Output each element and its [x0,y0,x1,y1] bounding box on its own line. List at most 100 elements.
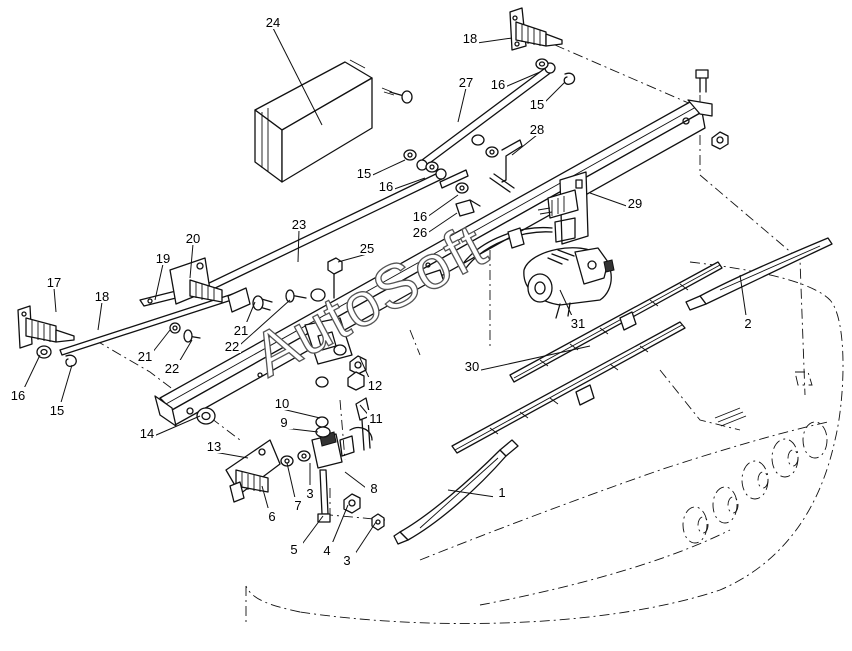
callout-label-29: 29 [628,196,642,211]
callout-label-16: 16 [491,77,505,92]
callout-backdrop-29 [626,195,644,210]
callout-leader-30 [471,345,591,373]
callout-label-28: 28 [530,122,544,137]
callout-leader-23 [297,229,300,263]
callout-label-5: 5 [290,542,297,557]
callout-backdrop-24 [264,14,282,29]
callout-label-13: 13 [207,439,221,454]
clip-15-left [65,354,77,367]
washer-16-left [36,345,52,359]
callout-label-3: 3 [343,553,350,568]
callout-backdrop-9 [275,414,293,429]
callout-leader-17 [53,287,57,313]
module-screw [381,87,413,104]
wiper-blade-lower [451,321,686,454]
callout-label-18: 18 [463,31,477,46]
callout-backdrop-3 [338,552,356,567]
callout-backdrop-7 [289,497,307,512]
grommet-14 [196,407,216,425]
callout-label-27: 27 [459,75,473,90]
callout-label-15: 15 [530,97,544,112]
callout-label-15: 15 [357,166,371,181]
callout-backdrop-15 [528,96,546,111]
callout-backdrop-21 [136,348,154,363]
callout-backdrop-3 [301,485,319,500]
callout-label-18: 18 [95,289,109,304]
wiper-motor-31 [523,247,615,319]
callout-label-14: 14 [140,426,154,441]
callout-label-7: 7 [294,498,301,513]
callout-backdrop-22 [163,360,181,375]
clip-15-top [563,72,576,85]
callout-leader-10 [281,408,321,419]
washers-mid [403,134,499,194]
callout-backdrop-5 [285,541,303,556]
callout-backdrop-1 [493,484,511,499]
callout-backdrop-10 [273,395,291,410]
callout-backdrop-19 [154,250,172,265]
callout-backdrop-26 [411,224,429,239]
callout-label-15: 15 [50,403,64,418]
wiper-pivot-left [17,305,75,349]
callout-label-30: 30 [465,359,479,374]
motor-bracket-29 [537,171,589,245]
callout-leader-28 [511,134,538,156]
callout-label-16: 16 [379,179,393,194]
callout-labels: 2418161527281516162629232520191718212221… [9,14,757,568]
callout-label-20: 20 [186,231,200,246]
callout-backdrop-4 [318,542,336,557]
callout-leader-27 [457,87,467,123]
washers-7-3 [280,450,311,467]
callout-leader-22 [231,299,291,353]
callout-leader-18 [97,301,103,331]
lower-pivot-bracket [225,439,281,503]
callout-label-31: 31 [571,316,585,331]
center-mount-bracket [304,257,367,391]
mount-bolt-top-right [695,69,729,150]
callout-label-24: 24 [266,15,280,30]
callout-leader-24 [272,27,323,126]
motor-harness [424,226,553,287]
crank-pivot-20 [169,257,223,305]
callout-backdrop-27 [457,74,475,89]
callout-label-26: 26 [413,225,427,240]
callout-backdrop-6 [263,508,281,523]
callout-backdrop-15 [355,165,373,180]
callout-backdrop-16 [377,178,395,193]
callout-label-23: 23 [292,217,306,232]
nuts-3-4 [343,493,385,531]
bolt-5 [317,469,331,523]
control-module [254,59,373,183]
wiper-arm-2 [685,237,833,311]
callout-label-12: 12 [368,378,382,393]
callout-backdrop-12 [366,377,384,392]
bracket-spring-28 [489,139,523,193]
callout-label-3: 3 [306,486,313,501]
callout-backdrop-30 [463,358,481,373]
callout-label-6: 6 [268,509,275,524]
callout-label-10: 10 [275,396,289,411]
callout-label-17: 17 [47,275,61,290]
callout-backdrop-22 [223,338,241,353]
callout-backdrop-17 [45,274,63,289]
callout-leader-25 [337,253,368,263]
callout-leader-20 [189,243,194,279]
vehicle-cowl-outline [245,261,844,624]
callout-label-22: 22 [225,339,239,354]
callout-backdrop-2 [739,315,757,330]
callout-label-19: 19 [156,251,170,266]
callout-backdrop-11 [367,410,385,425]
callout-backdrop-31 [569,315,587,330]
callout-backdrop-15 [48,402,66,417]
bracket-21-22 [169,287,307,343]
washer-nut-16-top [535,58,549,70]
wiper-pivot-right [509,7,563,51]
callout-label-9: 9 [280,415,287,430]
callout-backdrop-23 [290,216,308,231]
callout-label-1: 1 [498,485,505,500]
cowl-vent-holes [682,421,828,544]
watermark-text: AutoSoft [242,210,499,390]
callout-backdrop-16 [489,76,507,91]
callout-label-2: 2 [744,316,751,331]
